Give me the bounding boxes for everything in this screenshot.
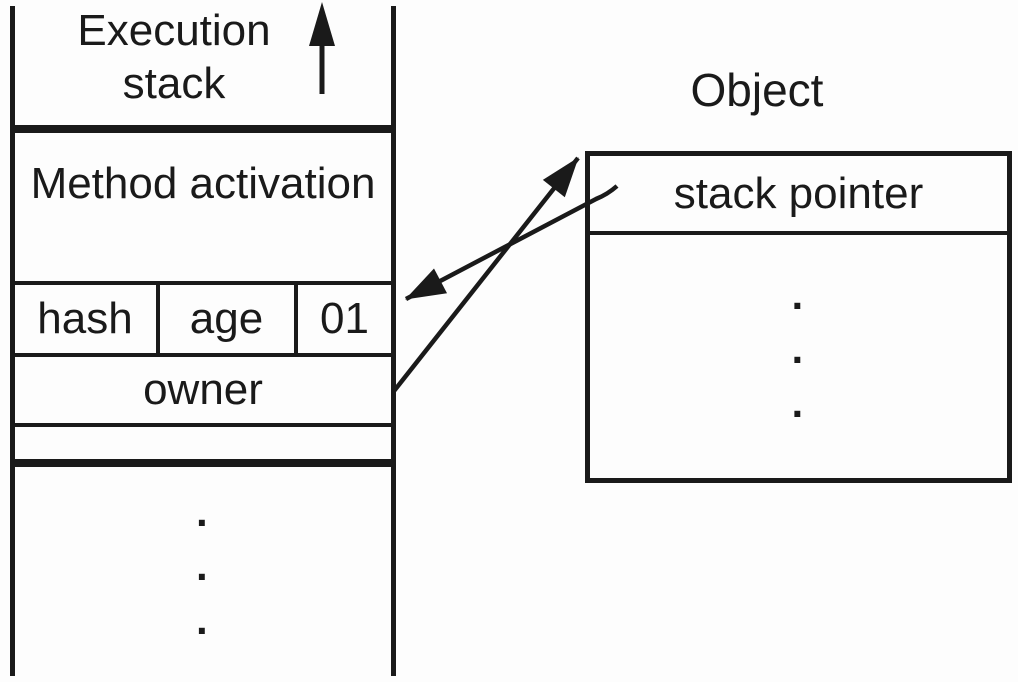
object-ellipsis: · · ·: [791, 282, 806, 437]
stack-title: Execution stack: [77, 6, 271, 108]
mark-row-top-border: [10, 281, 396, 285]
stack-left-wall: [10, 6, 15, 676]
mark-cell-tag-bits-label: 01: [320, 294, 369, 343]
stack-bottom-separator: [10, 459, 396, 467]
owner-slot: owner: [14, 357, 392, 423]
owner-bottom-border: [10, 423, 396, 427]
mark-cell-tag-bits: 01: [298, 285, 391, 353]
object-box: stack pointer · · ·: [585, 151, 1012, 483]
object-title: Object: [690, 64, 824, 116]
stack-pointer-label: stack pointer: [673, 168, 924, 218]
stack-pointer-field: stack pointer: [590, 156, 1007, 235]
mark-row-divider-2: [294, 281, 298, 357]
mark-cell-age: age: [160, 285, 293, 353]
mark-cell-hash: hash: [15, 285, 155, 353]
method-activation-label: Method activation: [30, 159, 376, 208]
mark-row-bottom-border: [10, 353, 396, 357]
owner-label: owner: [143, 365, 263, 414]
stack-ellipsis: · · ·: [196, 499, 210, 654]
pointer-arrow-owner-to-object: [392, 156, 580, 393]
mark-cell-age-label: age: [189, 294, 264, 343]
mark-cell-hash-label: hash: [37, 294, 133, 343]
stack-top-separator: [10, 125, 396, 133]
mark-row-divider-1: [156, 281, 160, 357]
